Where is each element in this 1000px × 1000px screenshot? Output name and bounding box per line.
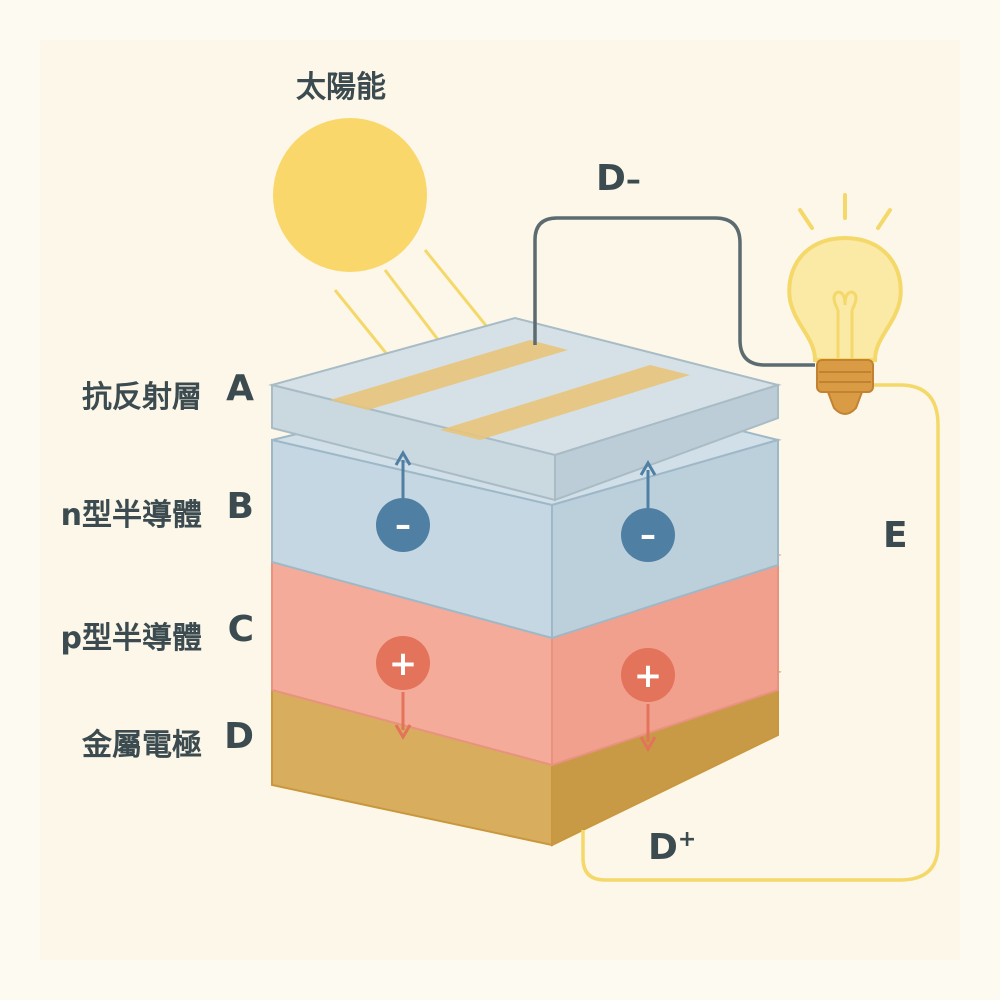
layer-letter: C	[227, 609, 254, 650]
positive-terminal-label: D+	[648, 827, 696, 868]
circuit-label: E	[883, 515, 908, 556]
hole-left: +	[376, 636, 430, 740]
layer-label-n-type: n型半導體 B	[0, 482, 260, 533]
layer-name: 金屬電極	[82, 728, 202, 763]
layer-letter: B	[226, 486, 254, 527]
layer-name: 抗反射層	[82, 380, 202, 415]
terminal-sign: +	[677, 827, 697, 852]
light-bulb-icon	[787, 193, 903, 415]
anti-reflective-layer	[268, 316, 782, 502]
electron-right: –	[621, 460, 675, 562]
terminal-letter: D	[648, 827, 678, 868]
positive-wire	[581, 383, 940, 882]
layer-letter: A	[226, 368, 254, 409]
layer-name: p型半導體	[60, 621, 202, 656]
hole-right: +	[621, 648, 675, 752]
layer-name: n型半導體	[60, 498, 202, 533]
electron-sign: –	[640, 516, 656, 554]
hole-sign: +	[389, 644, 418, 684]
terminal-sign: –	[625, 163, 641, 198]
negative-terminal-label: D–	[596, 158, 641, 199]
electron-sign: –	[395, 506, 411, 544]
layer-label-metal-electrode: 金屬電極 D	[0, 712, 260, 763]
layer-label-p-type: p型半導體 C	[0, 605, 260, 656]
terminal-letter: D	[596, 158, 626, 199]
electron-left: –	[376, 450, 430, 552]
layer-label-anti-reflective: 抗反射層 A	[0, 364, 260, 415]
hole-sign: +	[634, 656, 663, 696]
layer-letter: D	[224, 716, 254, 757]
sun-title: 太陽能	[296, 70, 386, 105]
sun-icon	[273, 118, 427, 272]
negative-wire	[533, 216, 815, 367]
